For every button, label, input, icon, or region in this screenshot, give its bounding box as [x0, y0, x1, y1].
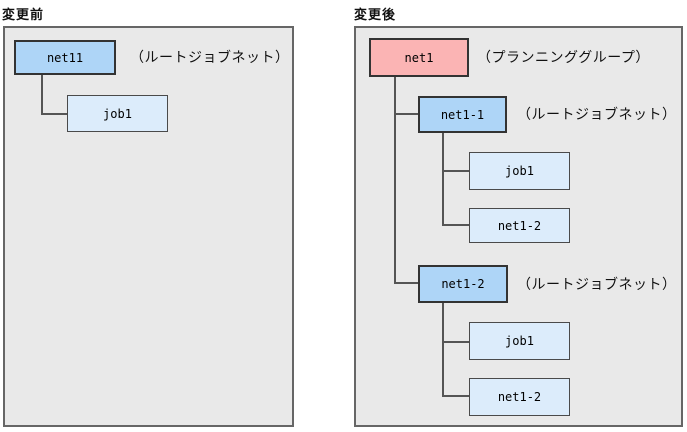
connector-line	[442, 170, 469, 172]
job-box-job1: job1	[469, 322, 570, 360]
annotation-root-jobnet-2: （ルートジョブネット）	[517, 276, 677, 292]
before-panel: net11 （ルートジョブネット） job1	[3, 26, 294, 427]
job-box-job1: job1	[469, 152, 570, 190]
annotation-root-jobnet: （ルートジョブネット）	[130, 49, 290, 65]
unit-box-net1-2: net1-2	[469, 378, 570, 416]
job-box-job1: job1	[67, 95, 168, 132]
before-title: 変更前	[2, 7, 45, 22]
connector-line	[394, 113, 418, 115]
connector-line	[442, 395, 469, 397]
after-panel: net1 （プランニンググループ） net1-1 （ルートジョブネット） job…	[354, 26, 683, 427]
connector-line	[442, 224, 469, 226]
connector-line	[442, 341, 469, 343]
after-title: 変更後	[354, 7, 397, 22]
connector-line	[442, 303, 444, 397]
connector-line	[394, 282, 418, 284]
planning-group-box-net1: net1	[369, 38, 469, 77]
jobnet-box-net1-1: net1-1	[418, 96, 507, 133]
unit-box-net1-2: net1-2	[469, 208, 570, 243]
annotation-planning-group: （プランニンググループ）	[477, 49, 650, 65]
connector-line	[41, 113, 69, 115]
jobnet-box-net1-2: net1-2	[418, 265, 508, 303]
annotation-root-jobnet-1: （ルートジョブネット）	[517, 106, 677, 122]
connector-line	[394, 77, 396, 284]
connector-line	[442, 133, 444, 225]
jobnet-box-net11: net11	[14, 40, 116, 75]
connector-line	[41, 75, 43, 115]
